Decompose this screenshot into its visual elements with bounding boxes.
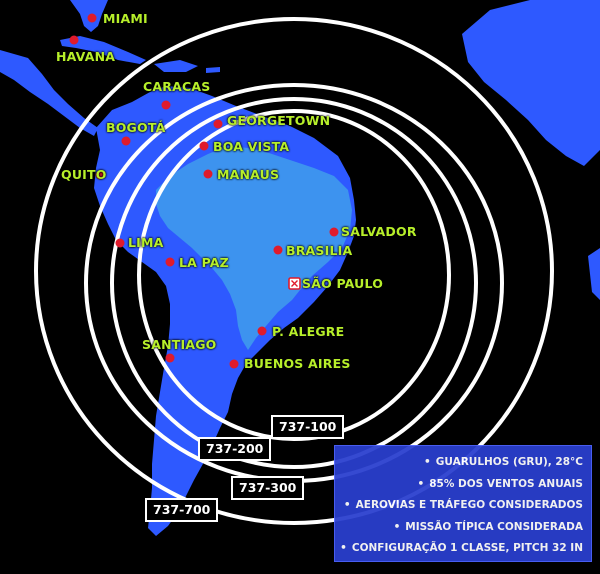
- landmass-hispaniola: [154, 60, 198, 72]
- range-ring-737-200: [110, 97, 478, 469]
- city-label-miami: MIAMI: [103, 11, 148, 26]
- city-dot-lima: [115, 238, 125, 248]
- city-dot-manaus: [203, 169, 213, 179]
- city-label-quito: QUITO: [61, 167, 107, 182]
- city-label-buenos-aires: BUENOS AIRES: [244, 356, 351, 371]
- city-dot-brasilia: [273, 245, 283, 255]
- city-dot-santiago: [165, 353, 175, 363]
- origin-label: SÃO PAULO: [302, 276, 384, 291]
- assumption-item: MISSÃO TÍPICA CONSIDERADA: [339, 517, 583, 539]
- assumptions-box: GUARULHOS (GRU), 28°C85% DOS VENTOS ANUA…: [334, 445, 592, 562]
- range-ring-737-700: [34, 17, 554, 525]
- city-dot-salvador: [329, 227, 339, 237]
- landmass-brazil: [156, 146, 352, 350]
- assumption-item: 85% DOS VENTOS ANUAIS: [339, 474, 583, 496]
- assumption-item: GUARULHOS (GRU), 28°C: [339, 452, 583, 474]
- city-dot-la-paz: [165, 257, 175, 267]
- city-dot-buenos-aires: [229, 359, 239, 369]
- city-label-boa-vista: BOA VISTA: [213, 139, 290, 154]
- city-label-manaus: MANAUS: [217, 167, 280, 182]
- range-tag-737-100: 737-100: [271, 415, 345, 439]
- city-dot-georgetown: [213, 119, 223, 129]
- city-dot-miami: [87, 13, 97, 23]
- city-label-lima: LIMA: [128, 235, 164, 250]
- city-label-georgetown: GEORGETOWN: [227, 113, 331, 128]
- range-tag-737-300: 737-300: [231, 476, 305, 500]
- landmass-greenland: [462, 0, 600, 166]
- range-rings: [34, 17, 554, 525]
- landmass-cuba: [60, 36, 146, 64]
- city-label-caracas: CARACAS: [143, 79, 211, 94]
- city-label-p-alegre: P. ALEGRE: [272, 324, 345, 339]
- airport-marker-icon: [288, 277, 301, 290]
- city-label-havana: HAVANA: [56, 49, 116, 64]
- range-tag-737-700: 737-700: [145, 498, 219, 522]
- assumptions-list: GUARULHOS (GRU), 28°C85% DOS VENTOS ANUA…: [339, 452, 583, 560]
- city-label-salvador: SALVADOR: [341, 224, 417, 239]
- landmass-puerto-rico: [206, 67, 220, 73]
- city-label-bogota: BOGOTÁ: [106, 120, 166, 135]
- city-dot-p-alegre: [257, 326, 267, 336]
- city-label-santiago: SANTIAGO: [142, 337, 217, 352]
- landmass-africa: [588, 248, 600, 300]
- city-dot-havana: [69, 35, 79, 45]
- range-tag-737-200: 737-200: [198, 437, 272, 461]
- city-label-la-paz: LA PAZ: [179, 255, 229, 270]
- city-dot-caracas: [161, 100, 171, 110]
- range-ring-737-100: [137, 109, 451, 441]
- city-dot-quito: [95, 170, 105, 180]
- city-dots: [69, 13, 339, 369]
- city-dot-bogota: [121, 136, 131, 146]
- city-label-brasilia: BRASILIA: [286, 243, 353, 258]
- city-dot-boa-vista: [199, 141, 209, 151]
- assumption-item: CONFIGURAÇÃO 1 CLASSE, PITCH 32 IN: [339, 538, 583, 560]
- landmass-central-america: [0, 50, 98, 136]
- assumption-item: AEROVIAS E TRÁFEGO CONSIDERADOS: [339, 495, 583, 517]
